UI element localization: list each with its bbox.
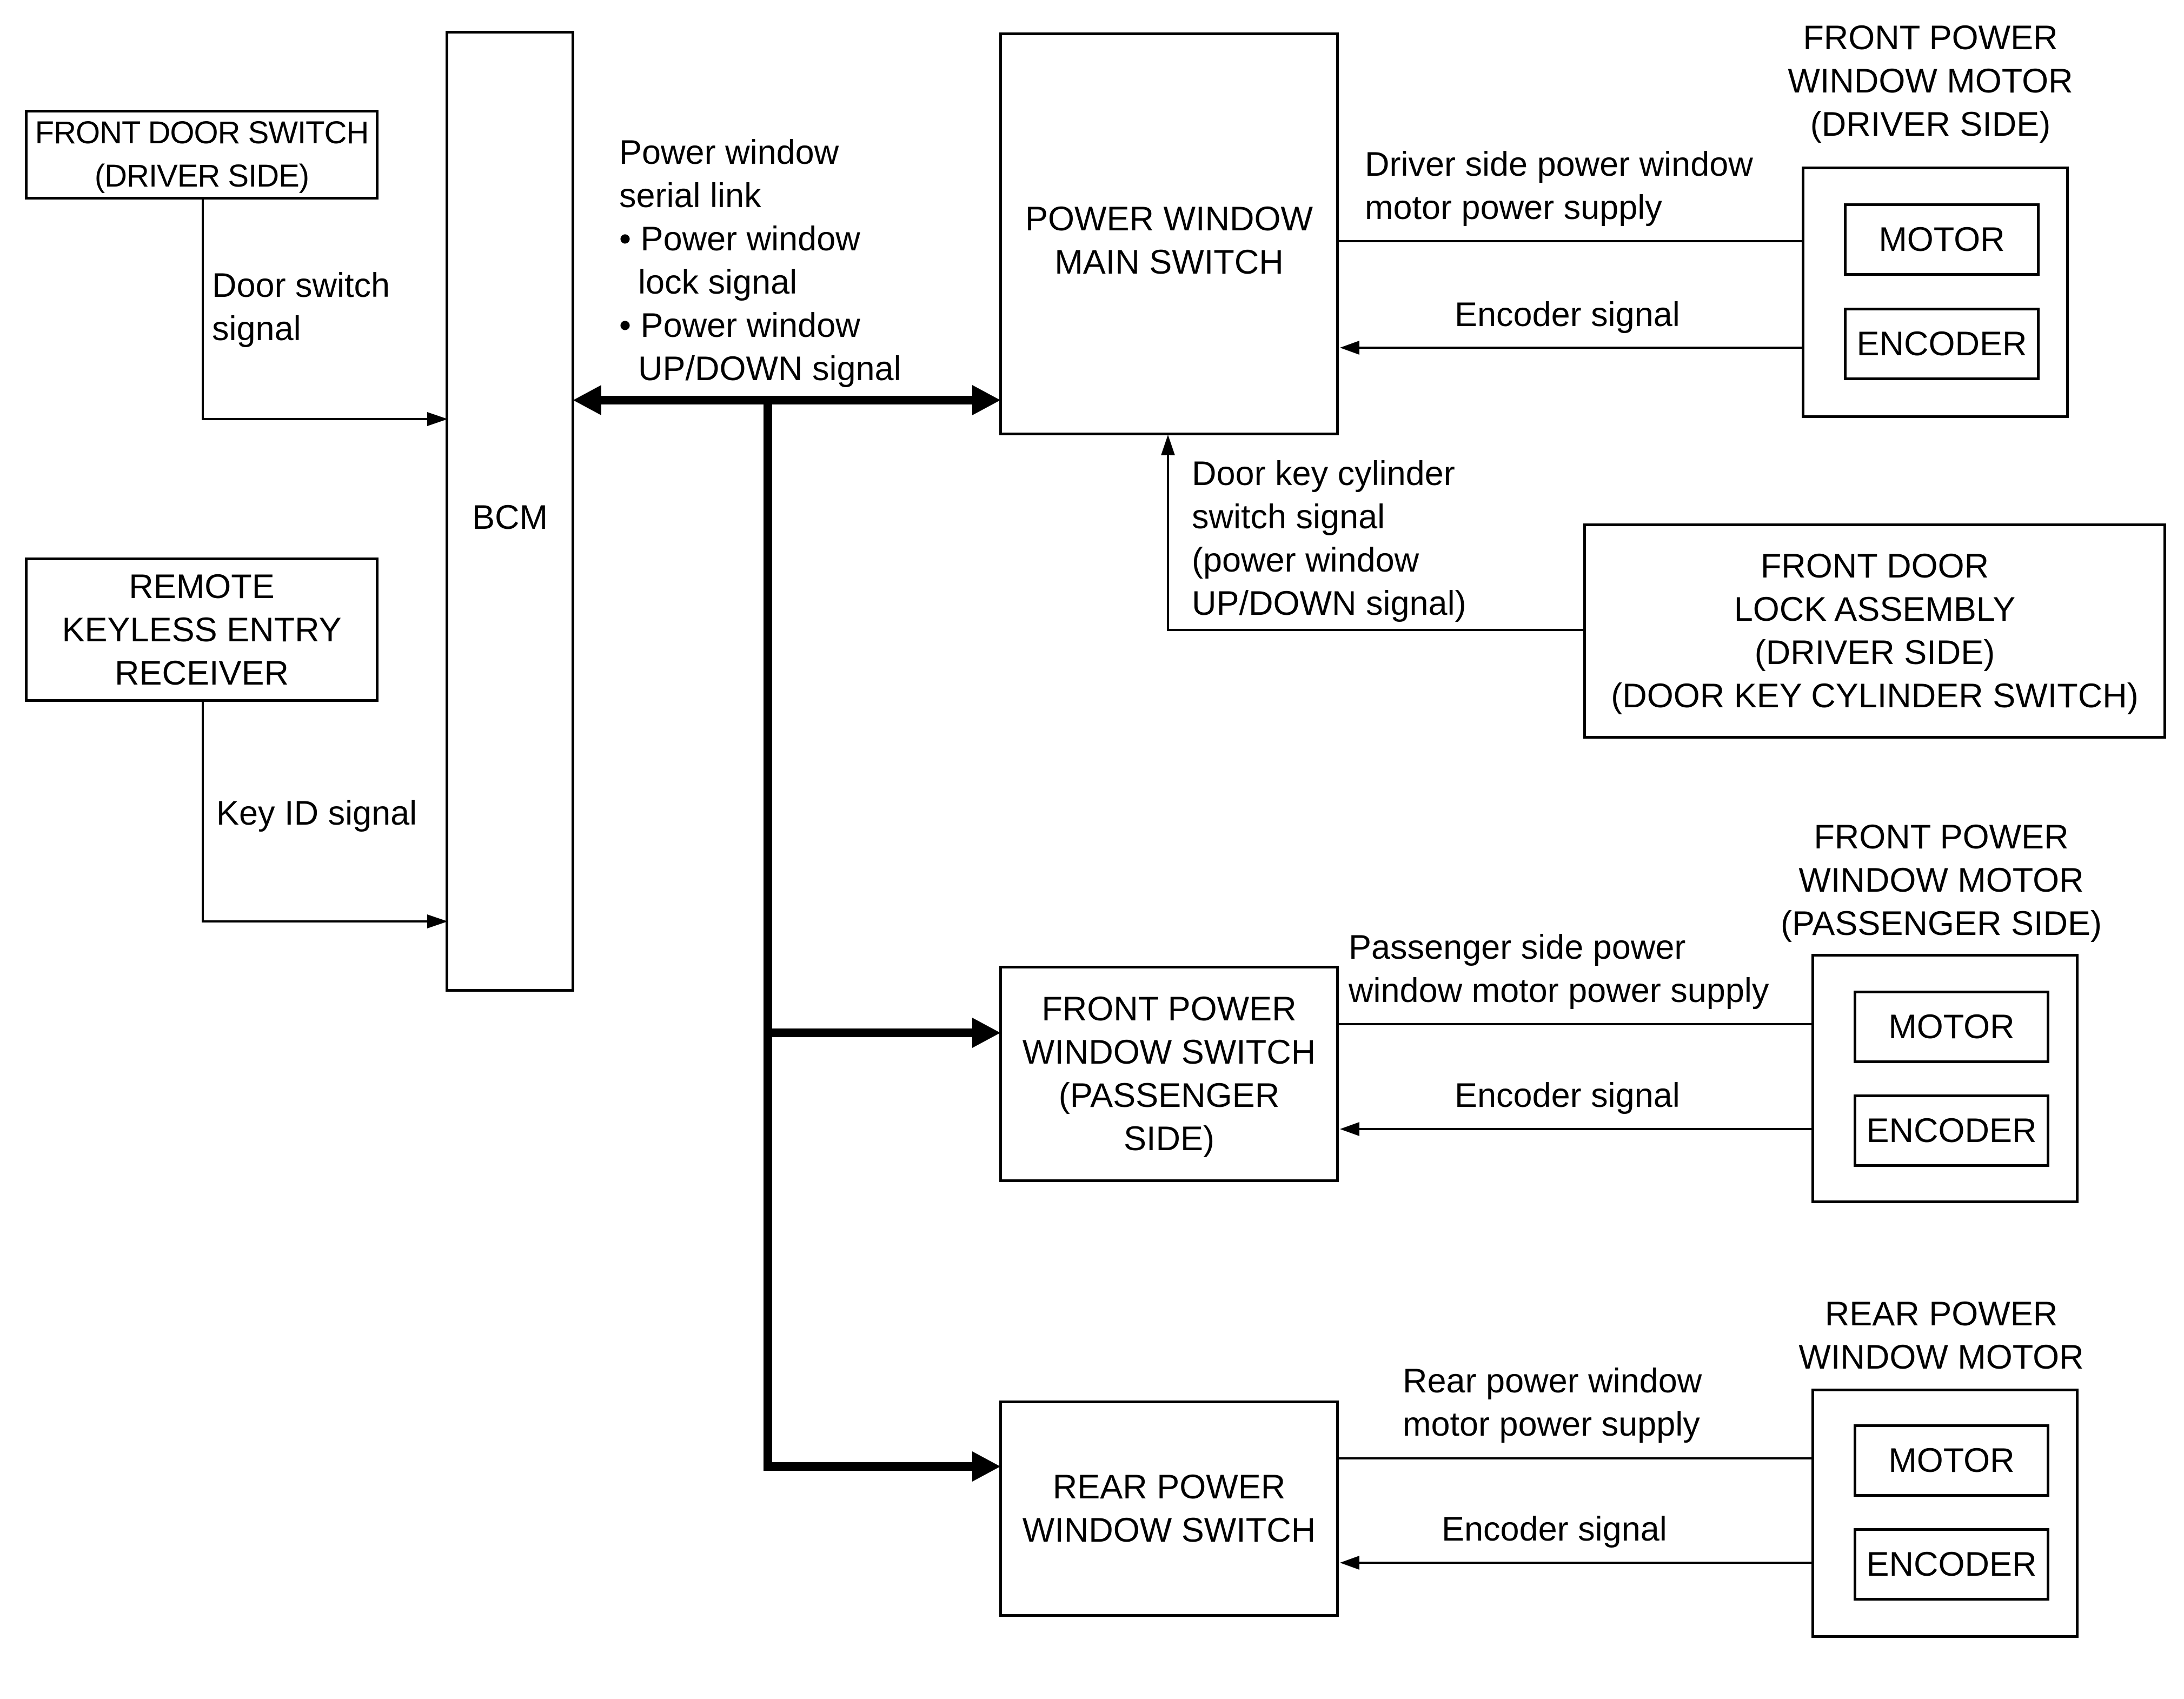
driver-encoder-signal-line <box>1340 341 1845 355</box>
door-switch-signal-label: Door switch signal <box>212 267 390 348</box>
door-key-cylinder-signal-line <box>1161 435 1584 631</box>
rear-encoder-signal-label: Encoder signal <box>1442 1510 1667 1548</box>
power-window-main-switch-label: POWER WINDOW MAIN SWITCH <box>1025 200 1313 281</box>
motor-rear-encoder-label: ENCODER <box>1866 1545 2037 1583</box>
passenger-encoder-signal-label: Encoder signal <box>1455 1077 1680 1114</box>
motor-driver-title: FRONT POWER WINDOW MOTOR (DRIVER SIDE) <box>1788 19 2073 143</box>
motor-passenger-encoder-box: ENCODER <box>1854 1094 2049 1167</box>
motor-driver-encoder-label: ENCODER <box>1856 325 2027 363</box>
driver-power-supply-line <box>1338 234 1845 248</box>
passenger-power-supply-line <box>1338 1017 1855 1031</box>
passenger-power-supply-label: Passenger side power window motor power … <box>1349 928 1769 1010</box>
rear-power-window-switch-label: REAR POWER WINDOW SWITCH <box>1022 1468 1316 1549</box>
remote-keyless-entry-receiver-label: REMOTE KEYLESS ENTRY RECEIVER <box>62 567 342 692</box>
serial-link-label: Power window serial link • Power window … <box>619 134 901 388</box>
door-key-cylinder-signal-label: Door key cylinder switch signal (power w… <box>1192 455 1466 622</box>
motor-rear-motor-box: MOTOR <box>1854 1424 2049 1497</box>
motor-rear-encoder-box: ENCODER <box>1854 1528 2049 1601</box>
key-id-signal-line <box>202 701 448 928</box>
motor-passenger-motor-label: MOTOR <box>1888 1008 2015 1046</box>
remote-keyless-entry-receiver-box: REMOTE KEYLESS ENTRY RECEIVER <box>25 558 379 702</box>
key-id-signal-label: Key ID signal <box>216 794 417 832</box>
bcm-label: BCM <box>472 499 548 536</box>
door-switch-signal-line <box>202 199 448 426</box>
motor-rear-motor-label: MOTOR <box>1888 1442 2015 1479</box>
power-window-main-switch-box: POWER WINDOW MAIN SWITCH <box>999 32 1339 435</box>
rear-power-supply-label: Rear power window motor power supply <box>1403 1362 1702 1443</box>
front-door-lock-assembly-label: FRONT DOOR LOCK ASSEMBLY (DRIVER SIDE) (… <box>1611 547 2139 715</box>
serial-link-bus <box>573 385 1000 1482</box>
rear-power-window-switch-box: REAR POWER WINDOW SWITCH <box>999 1401 1339 1617</box>
rear-encoder-signal-line <box>1340 1556 1855 1570</box>
front-power-window-switch-passenger-box: FRONT POWER WINDOW SWITCH (PASSENGER SID… <box>999 966 1339 1182</box>
motor-passenger-title: FRONT POWER WINDOW MOTOR (PASSENGER SIDE… <box>1781 818 2102 943</box>
front-door-switch-box: FRONT DOOR SWITCH (DRIVER SIDE) <box>25 110 379 200</box>
front-door-lock-assembly-box: FRONT DOOR LOCK ASSEMBLY (DRIVER SIDE) (… <box>1583 523 2166 739</box>
motor-driver-motor-box: MOTOR <box>1844 203 2040 276</box>
passenger-encoder-signal-line <box>1340 1122 1855 1136</box>
front-door-switch-label: FRONT DOOR SWITCH (DRIVER SIDE) <box>35 115 369 194</box>
bcm-box: BCM <box>446 31 574 992</box>
driver-power-supply-label: Driver side power window motor power sup… <box>1365 145 1753 227</box>
rear-power-supply-line <box>1338 1451 1855 1465</box>
motor-passenger-motor-box: MOTOR <box>1854 991 2049 1063</box>
motor-rear-title: REAR POWER WINDOW MOTOR <box>1798 1295 2084 1376</box>
front-power-window-switch-passenger-label: FRONT POWER WINDOW SWITCH (PASSENGER SID… <box>1022 990 1316 1158</box>
motor-driver-motor-label: MOTOR <box>1878 221 2005 258</box>
driver-encoder-signal-label: Encoder signal <box>1455 296 1680 334</box>
motor-passenger-encoder-label: ENCODER <box>1866 1112 2037 1150</box>
motor-driver-encoder-box: ENCODER <box>1844 308 2040 380</box>
